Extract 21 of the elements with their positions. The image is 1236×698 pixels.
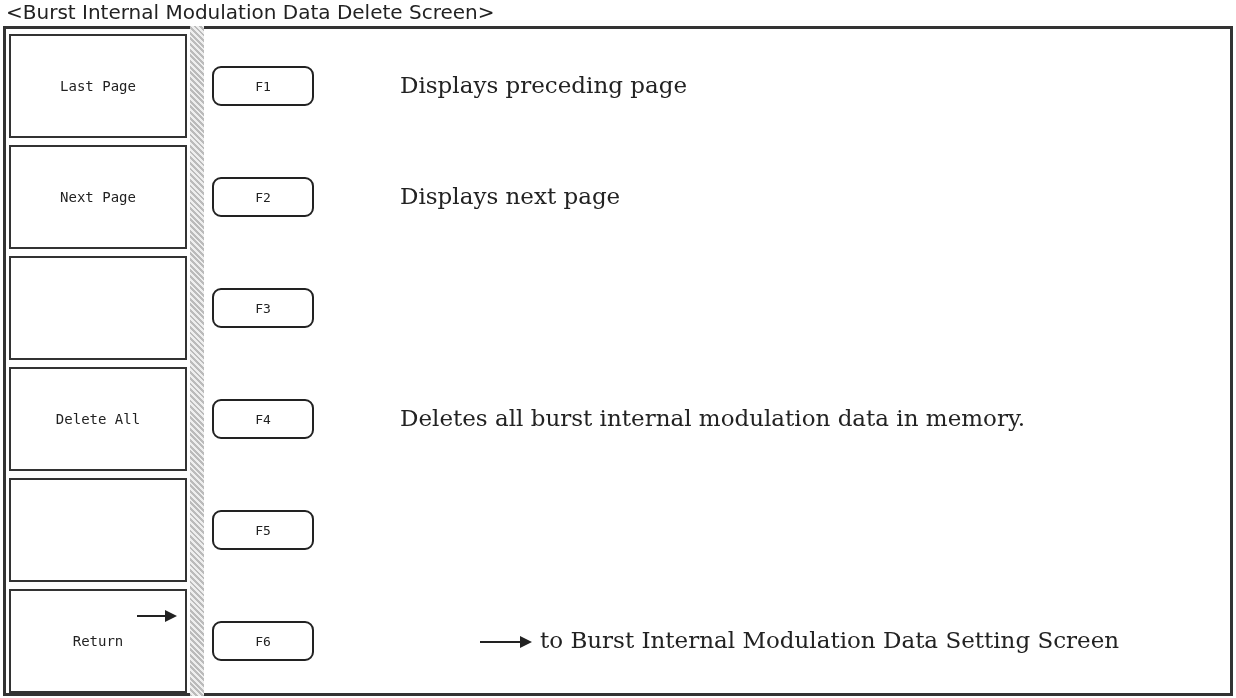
softkey-box xyxy=(9,34,187,138)
softkey-box xyxy=(9,367,187,471)
function-key: F6 xyxy=(212,621,314,661)
softkey-box xyxy=(9,589,187,693)
empty-softkey-box xyxy=(9,478,187,582)
function-key: F5 xyxy=(212,510,314,550)
key-description: Deletes all burst internal modulation data in memory. xyxy=(400,405,1026,431)
empty-softkey-box xyxy=(9,256,187,360)
softkey-label: Return xyxy=(72,633,124,649)
key-description: Displays preceding page xyxy=(400,72,688,98)
screen-title: <Burst Internal Modulation Data Delete Screen> xyxy=(6,0,495,24)
function-key: F2 xyxy=(212,177,314,217)
softkey-label: Delete All xyxy=(55,411,141,427)
function-key: F1 xyxy=(212,66,314,106)
key-description: to Burst Internal Modulation Data Setting Screen xyxy=(540,627,1120,653)
key-description: Displays next page xyxy=(400,183,621,209)
softkey-label: Last Page xyxy=(60,78,136,94)
function-key: F4 xyxy=(212,399,314,439)
softkey-box xyxy=(9,145,187,249)
softkey-label: Next Page xyxy=(60,189,136,205)
function-key: F3 xyxy=(212,288,314,328)
